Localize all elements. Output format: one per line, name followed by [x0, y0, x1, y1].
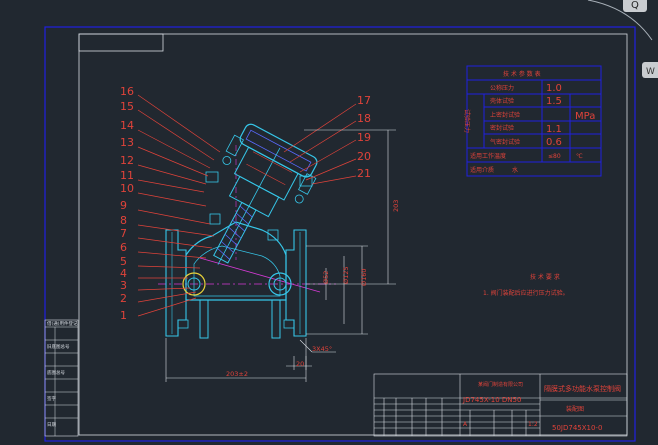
tech-table-title: 技 术 参 数 表	[503, 70, 541, 78]
title-company: 某阀门制造有限公司	[478, 381, 523, 388]
tech-row-unit-6: ℃	[576, 153, 583, 160]
tech-row-label-3: 上密封试验	[490, 111, 520, 119]
part-numbers-left: 16 15 14 13 12 11 10 9 8 7 6 5 4 3 2 1	[120, 85, 134, 322]
title-code: 50JD745X10-0	[552, 424, 602, 432]
dim-dia-large: Ø160	[360, 268, 368, 286]
title-block	[373, 373, 628, 437]
tech-row-value-4: 1.1	[546, 124, 562, 135]
part-label-15: 15	[120, 100, 134, 113]
tech-parameter-table: 技 术 参 数 表 公称压力 1.0 壳体试验 1.5 上密封试验 密封试验 1…	[463, 65, 602, 177]
leader-lines-left	[137, 94, 221, 317]
left-strip-date: 日期	[47, 422, 56, 428]
dim-height: 203	[392, 200, 400, 212]
part-label-13: 13	[120, 136, 134, 149]
corner-button-q[interactable]: Q	[623, 0, 647, 12]
tech-row-label-4: 密封试验	[490, 124, 514, 132]
inner-frame	[78, 33, 628, 436]
part-label-19: 19	[357, 131, 371, 144]
title-scale: 1:2	[528, 421, 538, 428]
top-left-label-box	[78, 33, 164, 52]
part-label-17: 17	[357, 94, 371, 107]
valve-assembly-drawing[interactable]	[158, 119, 336, 339]
part-label-14: 14	[120, 119, 134, 132]
title-drawing-type: 装配图	[566, 405, 584, 413]
dim-dia-mid: Ø125	[342, 266, 350, 284]
part-label-10: 10	[120, 182, 134, 195]
tech-row-value-1: 1.0	[546, 83, 562, 94]
dimension-texts: 203 Ø52 Ø125 Ø160 3X45° 20 203±2	[226, 200, 400, 378]
dimension-lines	[165, 129, 396, 382]
tech-row-label-1: 公称压力	[490, 84, 514, 92]
part-label-2: 2	[120, 292, 127, 305]
tech-row-label-2: 壳体试验	[490, 97, 514, 105]
tech-side-label: 试验压力	[463, 109, 471, 133]
part-label-16: 16	[120, 85, 134, 98]
tech-row-label-5: 气密封试验	[490, 138, 520, 146]
left-strip-base: 底图总号	[47, 369, 65, 376]
tech-unit: MPa	[575, 111, 595, 122]
outer-frame	[44, 26, 636, 442]
tech-row-value-2: 1.5	[546, 96, 562, 107]
viewcube-arc	[587, 0, 653, 41]
part-label-5: 5	[120, 255, 127, 268]
part-label-6: 6	[120, 241, 127, 254]
part-label-9: 9	[120, 199, 127, 212]
part-label-7: 7	[120, 227, 127, 240]
dim-chamfer: 3X45°	[312, 345, 332, 353]
tech-row-label-6: 适用工作温度	[470, 152, 506, 160]
corner-button-w[interactable]: W	[642, 62, 658, 78]
dim-dia-small: Ø52	[322, 271, 330, 284]
part-label-11: 11	[120, 169, 134, 182]
tech-medium-value: 水	[512, 166, 518, 174]
part-label-3: 3	[120, 279, 127, 292]
part-label-12: 12	[120, 154, 134, 167]
part-label-4: 4	[120, 267, 127, 280]
notes-title: 技 术 要 求	[530, 273, 560, 281]
part-label-8: 8	[120, 214, 127, 227]
part-numbers-right: 17 18 19 20 21	[357, 94, 371, 180]
leader-lines-right	[283, 103, 357, 185]
corner-button-w-label: W	[646, 67, 655, 77]
part-label-20: 20	[357, 150, 371, 163]
notes-line-1: 1. 阀门装配后应进行压力试验。	[483, 289, 569, 297]
title-cell-a: A	[463, 421, 468, 428]
tech-row-value-6: ≤80	[548, 153, 561, 160]
title-model: JD745X-10 DN50	[462, 396, 521, 404]
left-strip-old-base: 旧底图总号	[47, 343, 70, 350]
corner-button-q-label: Q	[631, 0, 639, 11]
part-label-18: 18	[357, 112, 371, 125]
part-label-21: 21	[357, 167, 371, 180]
part-label-1: 1	[120, 309, 127, 322]
title-name: 隔膜式多功能水泵控制阀	[544, 384, 621, 393]
left-strip-header: 借(通)用件登记	[47, 320, 78, 327]
tech-medium-label: 适用介质	[470, 166, 494, 174]
tech-row-value-5: 0.6	[546, 137, 562, 148]
dim-gap: 20	[296, 360, 304, 368]
left-info-strip: 借(通)用件登记 旧底图总号 底图总号 签字 日期	[44, 319, 79, 437]
dim-width: 203±2	[226, 370, 248, 378]
left-strip-sign: 签字	[47, 395, 56, 402]
